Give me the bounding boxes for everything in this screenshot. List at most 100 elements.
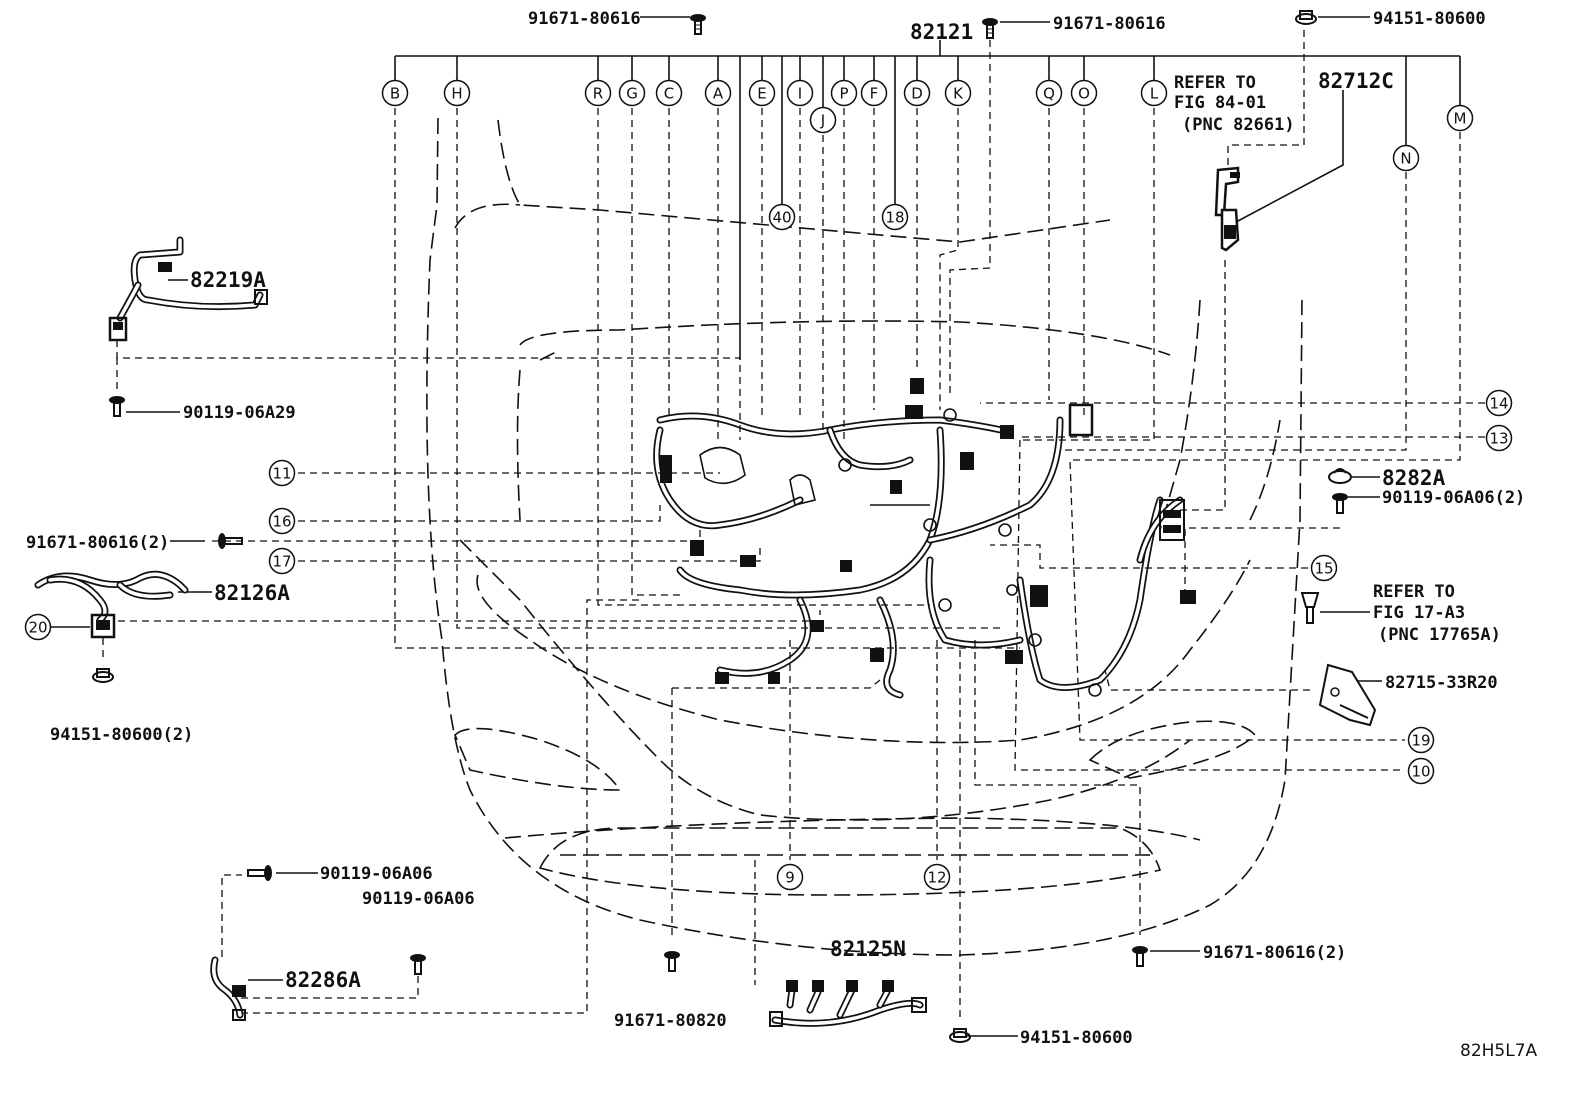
callout-label: 9 — [785, 869, 795, 887]
refer-note-line: (PNC 82661) — [1182, 115, 1295, 135]
callout-circle — [1392, 144, 1420, 172]
callout-label: 10 — [1411, 763, 1430, 781]
callout-number-11: 11 — [268, 459, 296, 487]
callout-circle — [655, 79, 683, 107]
callout-label: A — [713, 85, 724, 103]
callout-circle — [381, 79, 409, 107]
callout-circle — [786, 79, 814, 107]
callout-number-16: 16 — [268, 507, 296, 535]
callout-circle — [1485, 424, 1513, 452]
callout-number-10: 10 — [1407, 757, 1435, 785]
callout-number-17: 17 — [268, 547, 296, 575]
callout-circle — [1446, 104, 1474, 132]
callout-label: I — [798, 85, 802, 103]
harness-82219a — [108, 236, 268, 342]
callout-label: 40 — [772, 209, 791, 227]
leader-lines — [102, 30, 1485, 1022]
bolt-icon — [690, 14, 706, 35]
vehicle-body-outline — [426, 117, 1303, 956]
callout-letter-k: K — [944, 79, 972, 107]
callout-number-15: 15 — [1310, 554, 1338, 582]
label-90119-06a06-b: 90119-06A06 — [362, 889, 475, 909]
callout-circle — [1310, 554, 1338, 582]
diagram-code: 82H5L7A — [1460, 1041, 1538, 1061]
callout-label: 19 — [1411, 732, 1430, 750]
label-82715-33r20: 82715-33R20 — [1385, 673, 1498, 693]
callout-letter-d: D — [903, 79, 931, 107]
callout-letter-l: L — [1140, 79, 1168, 107]
callout-label: E — [757, 85, 766, 103]
callout-circle — [1485, 389, 1513, 417]
label-82286a: 82286A — [285, 968, 361, 992]
callout-letter-r: R — [584, 79, 612, 107]
callout-label: 20 — [28, 619, 47, 637]
callout-letter-f: F — [860, 79, 888, 107]
callout-circle — [1407, 726, 1435, 754]
callout-circle — [881, 203, 909, 231]
bolt-icon — [218, 533, 243, 549]
callout-number-40: 40 — [768, 203, 796, 231]
callout-label: D — [911, 85, 923, 103]
main-harness-bracket — [395, 40, 1460, 57]
nut-icon — [949, 1028, 971, 1043]
numbered-callouts: 40 18 14 13 11 16 17 15 20 19 10 9 12 — [24, 203, 1513, 891]
callout-number-13: 13 — [1485, 424, 1513, 452]
refer-note-line: REFER TO — [1373, 582, 1455, 602]
callout-circle — [443, 79, 471, 107]
label-90119-06a06-2: 90119-06A06(2) — [1382, 488, 1525, 508]
callout-circle — [776, 863, 804, 891]
callout-circle — [1407, 757, 1435, 785]
bolt-icon — [1132, 946, 1148, 967]
callout-label: 11 — [272, 465, 291, 483]
callout-circle — [1140, 79, 1168, 107]
callout-letter-o: O — [1070, 79, 1098, 107]
refer-note-line: FIG 17-A3 — [1373, 603, 1465, 623]
callout-letter-p: P — [830, 79, 858, 107]
harness-82125n — [769, 980, 927, 1027]
harness-82286a — [210, 956, 246, 1021]
label-82126a: 82126A — [214, 581, 290, 605]
refer-note-fig84: REFER TO FIG 84-01 (PNC 82661) — [1174, 73, 1295, 135]
callout-label: L — [1150, 85, 1159, 103]
callout-letter-j: J — [809, 106, 837, 134]
bolt-icon — [982, 18, 998, 39]
callout-circle — [268, 459, 296, 487]
callout-number-12: 12 — [923, 863, 951, 891]
label-82219a: 82219A — [190, 268, 266, 292]
clip-icon — [1300, 592, 1320, 624]
callout-letter-q: Q — [1035, 79, 1063, 107]
callout-number-19: 19 — [1407, 726, 1435, 754]
callout-circle — [584, 79, 612, 107]
callout-letter-e: E — [748, 79, 776, 107]
callout-circle — [923, 863, 951, 891]
callout-circle — [1070, 79, 1098, 107]
callout-circle — [903, 79, 931, 107]
nut-icon — [92, 668, 114, 683]
callout-label: H — [451, 85, 462, 103]
callout-letter-c: C — [655, 79, 683, 107]
callout-circle — [860, 79, 888, 107]
fasteners — [92, 10, 1352, 1043]
callout-circle — [944, 79, 972, 107]
callout-circle — [768, 203, 796, 231]
nut-icon — [1295, 10, 1317, 25]
label-bolt-top-center: 91671-80616 — [1053, 14, 1166, 34]
callout-label: 18 — [885, 209, 904, 227]
label-91671-80616-2-right: 91671-80616(2) — [1203, 943, 1346, 963]
callout-label: J — [820, 112, 825, 130]
label-91671-80820: 91671-80820 — [614, 1011, 727, 1031]
callout-circle — [748, 79, 776, 107]
callout-circle — [24, 613, 52, 641]
refer-note-line: REFER TO — [1174, 73, 1256, 93]
callout-label: 14 — [1489, 395, 1508, 413]
callout-circle — [268, 547, 296, 575]
refer-note-line: FIG 84-01 — [1174, 93, 1266, 113]
bolt-icon — [247, 865, 272, 881]
callout-label: K — [953, 85, 964, 103]
callout-number-9: 9 — [776, 863, 804, 891]
callout-circle — [830, 79, 858, 107]
callout-circle — [268, 507, 296, 535]
callout-letter-b: B — [381, 79, 409, 107]
